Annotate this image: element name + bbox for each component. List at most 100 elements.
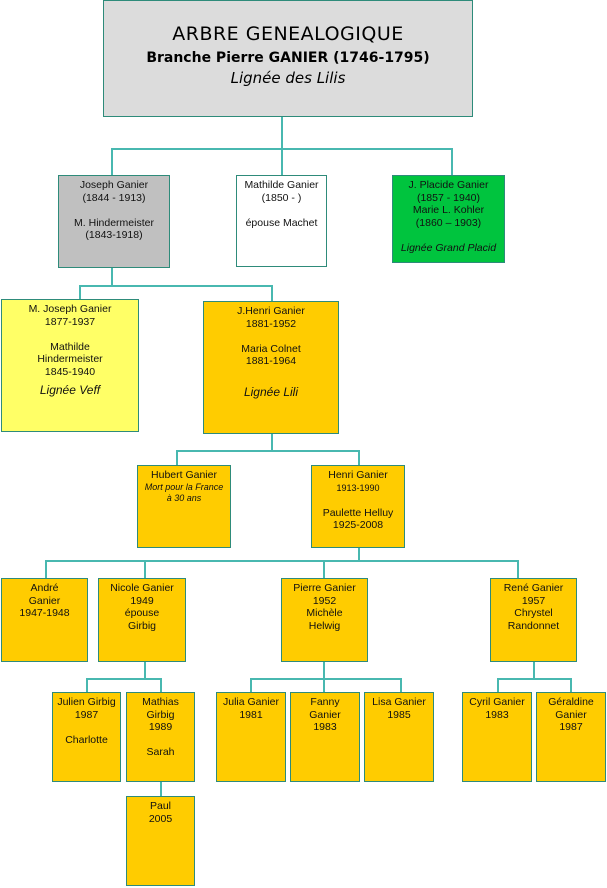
connector-line xyxy=(45,560,47,578)
connector-line xyxy=(271,434,273,450)
person-text: (1857 - 1940) xyxy=(416,191,481,204)
person-text: 1845-1940 xyxy=(44,365,96,378)
person-text: 2005 xyxy=(148,812,173,825)
person-text xyxy=(204,330,338,343)
person-text xyxy=(53,721,120,734)
person-text: 1947-1948 xyxy=(19,607,70,619)
person-text: Paul xyxy=(149,800,171,812)
connector-line xyxy=(86,678,88,692)
tree-title: ARBRE GENEALOGIQUE xyxy=(172,23,404,45)
person-text: M. Joseph Ganier xyxy=(28,303,112,315)
connector-line xyxy=(517,560,519,578)
person-text: J.Henri Ganier xyxy=(237,305,305,317)
person-text xyxy=(127,734,194,747)
person-text: J. Placide Ganier xyxy=(408,179,489,191)
person-text: Cyril Ganier xyxy=(469,696,525,708)
connector-line xyxy=(79,285,81,299)
person-text: Nicole Ganier xyxy=(110,582,174,594)
person-text: Julien Girbig xyxy=(57,696,116,708)
connector-line xyxy=(144,560,146,578)
connector-line xyxy=(323,678,325,692)
person-text: Ganier xyxy=(309,708,341,721)
person-text: 1989 xyxy=(148,721,173,733)
person-text: Charlotte xyxy=(65,733,108,746)
person-box-placide: J. Placide Ganier(1857 - 1940)Marie L. K… xyxy=(392,175,505,263)
person-text: Lisa Ganier xyxy=(372,696,426,708)
person-text: (1844 - 1913) xyxy=(82,191,146,204)
person-text: 1987 xyxy=(74,708,99,721)
person-text xyxy=(312,494,404,507)
connector-line xyxy=(111,148,113,175)
person-text: Pierre Ganier xyxy=(293,582,356,594)
person-text: Mathilde Ganier xyxy=(244,179,319,191)
person-text: Hindermeister xyxy=(37,353,103,365)
person-text: (1850 - ) xyxy=(261,191,302,204)
person-text: 1952 xyxy=(312,594,337,607)
connector-line xyxy=(45,560,517,562)
title-box: ARBRE GENEALOGIQUE Branche Pierre GANIER… xyxy=(103,0,473,117)
person-text: 1983 xyxy=(313,721,337,733)
person-text xyxy=(393,229,504,242)
lineage-label: Lignée Veff xyxy=(39,383,101,397)
person-text: épouse Machet xyxy=(245,216,318,229)
person-note: à 30 ans xyxy=(166,492,202,503)
person-text: Maria Colnet xyxy=(241,342,301,355)
connector-line xyxy=(451,148,453,175)
person-text: Chrystel xyxy=(514,607,553,619)
connector-line xyxy=(497,678,499,692)
connector-line xyxy=(176,450,178,465)
person-text: Randonnet xyxy=(507,619,560,632)
person-text: Joseph Ganier xyxy=(79,179,149,191)
person-text xyxy=(204,368,338,381)
person-text: (1860 – 1903) xyxy=(415,216,482,229)
person-text: André xyxy=(30,582,59,594)
person-text: Hubert Ganier xyxy=(151,469,217,481)
person-text: 1925-2008 xyxy=(332,519,384,531)
person-dates: 1913-1990 xyxy=(336,482,380,493)
person-text: 1881-1964 xyxy=(245,355,297,367)
person-text xyxy=(237,204,326,217)
person-text: René Ganier xyxy=(503,582,564,594)
connector-line xyxy=(358,548,360,560)
person-text: Helwig xyxy=(308,619,341,632)
branch-subtitle: Branche Pierre GANIER (1746-1795) xyxy=(146,50,430,66)
person-text: Ganier xyxy=(28,594,61,607)
person-text: Girbig xyxy=(127,619,156,632)
person-text: Géraldine xyxy=(548,696,594,708)
connector-line xyxy=(86,678,160,680)
person-box-joseph: Joseph Ganier(1844 - 1913) M. Hindermeist… xyxy=(58,175,170,268)
person-text: épouse xyxy=(124,607,160,619)
connector-line xyxy=(111,268,113,285)
person-text: Ganier xyxy=(555,708,587,721)
person-text: 1949 xyxy=(130,594,154,607)
connector-line xyxy=(176,450,358,452)
connector-line xyxy=(533,662,535,678)
person-text: Mathilde xyxy=(50,340,90,353)
person-text: Michèle xyxy=(306,607,343,619)
connector-line xyxy=(160,782,162,796)
connector-line xyxy=(281,148,283,175)
connector-line xyxy=(570,678,572,692)
connector-line xyxy=(160,678,162,692)
person-text: Girbig xyxy=(146,708,175,721)
connector-line xyxy=(323,560,325,578)
person-note: Mort pour la France xyxy=(144,481,224,492)
connector-line xyxy=(250,678,400,680)
person-text xyxy=(2,328,138,341)
person-text: 1881-1952 xyxy=(245,317,297,330)
person-text: 1985 xyxy=(387,708,411,721)
connector-line xyxy=(271,285,273,301)
person-text: M. Hindermeister xyxy=(74,216,154,229)
